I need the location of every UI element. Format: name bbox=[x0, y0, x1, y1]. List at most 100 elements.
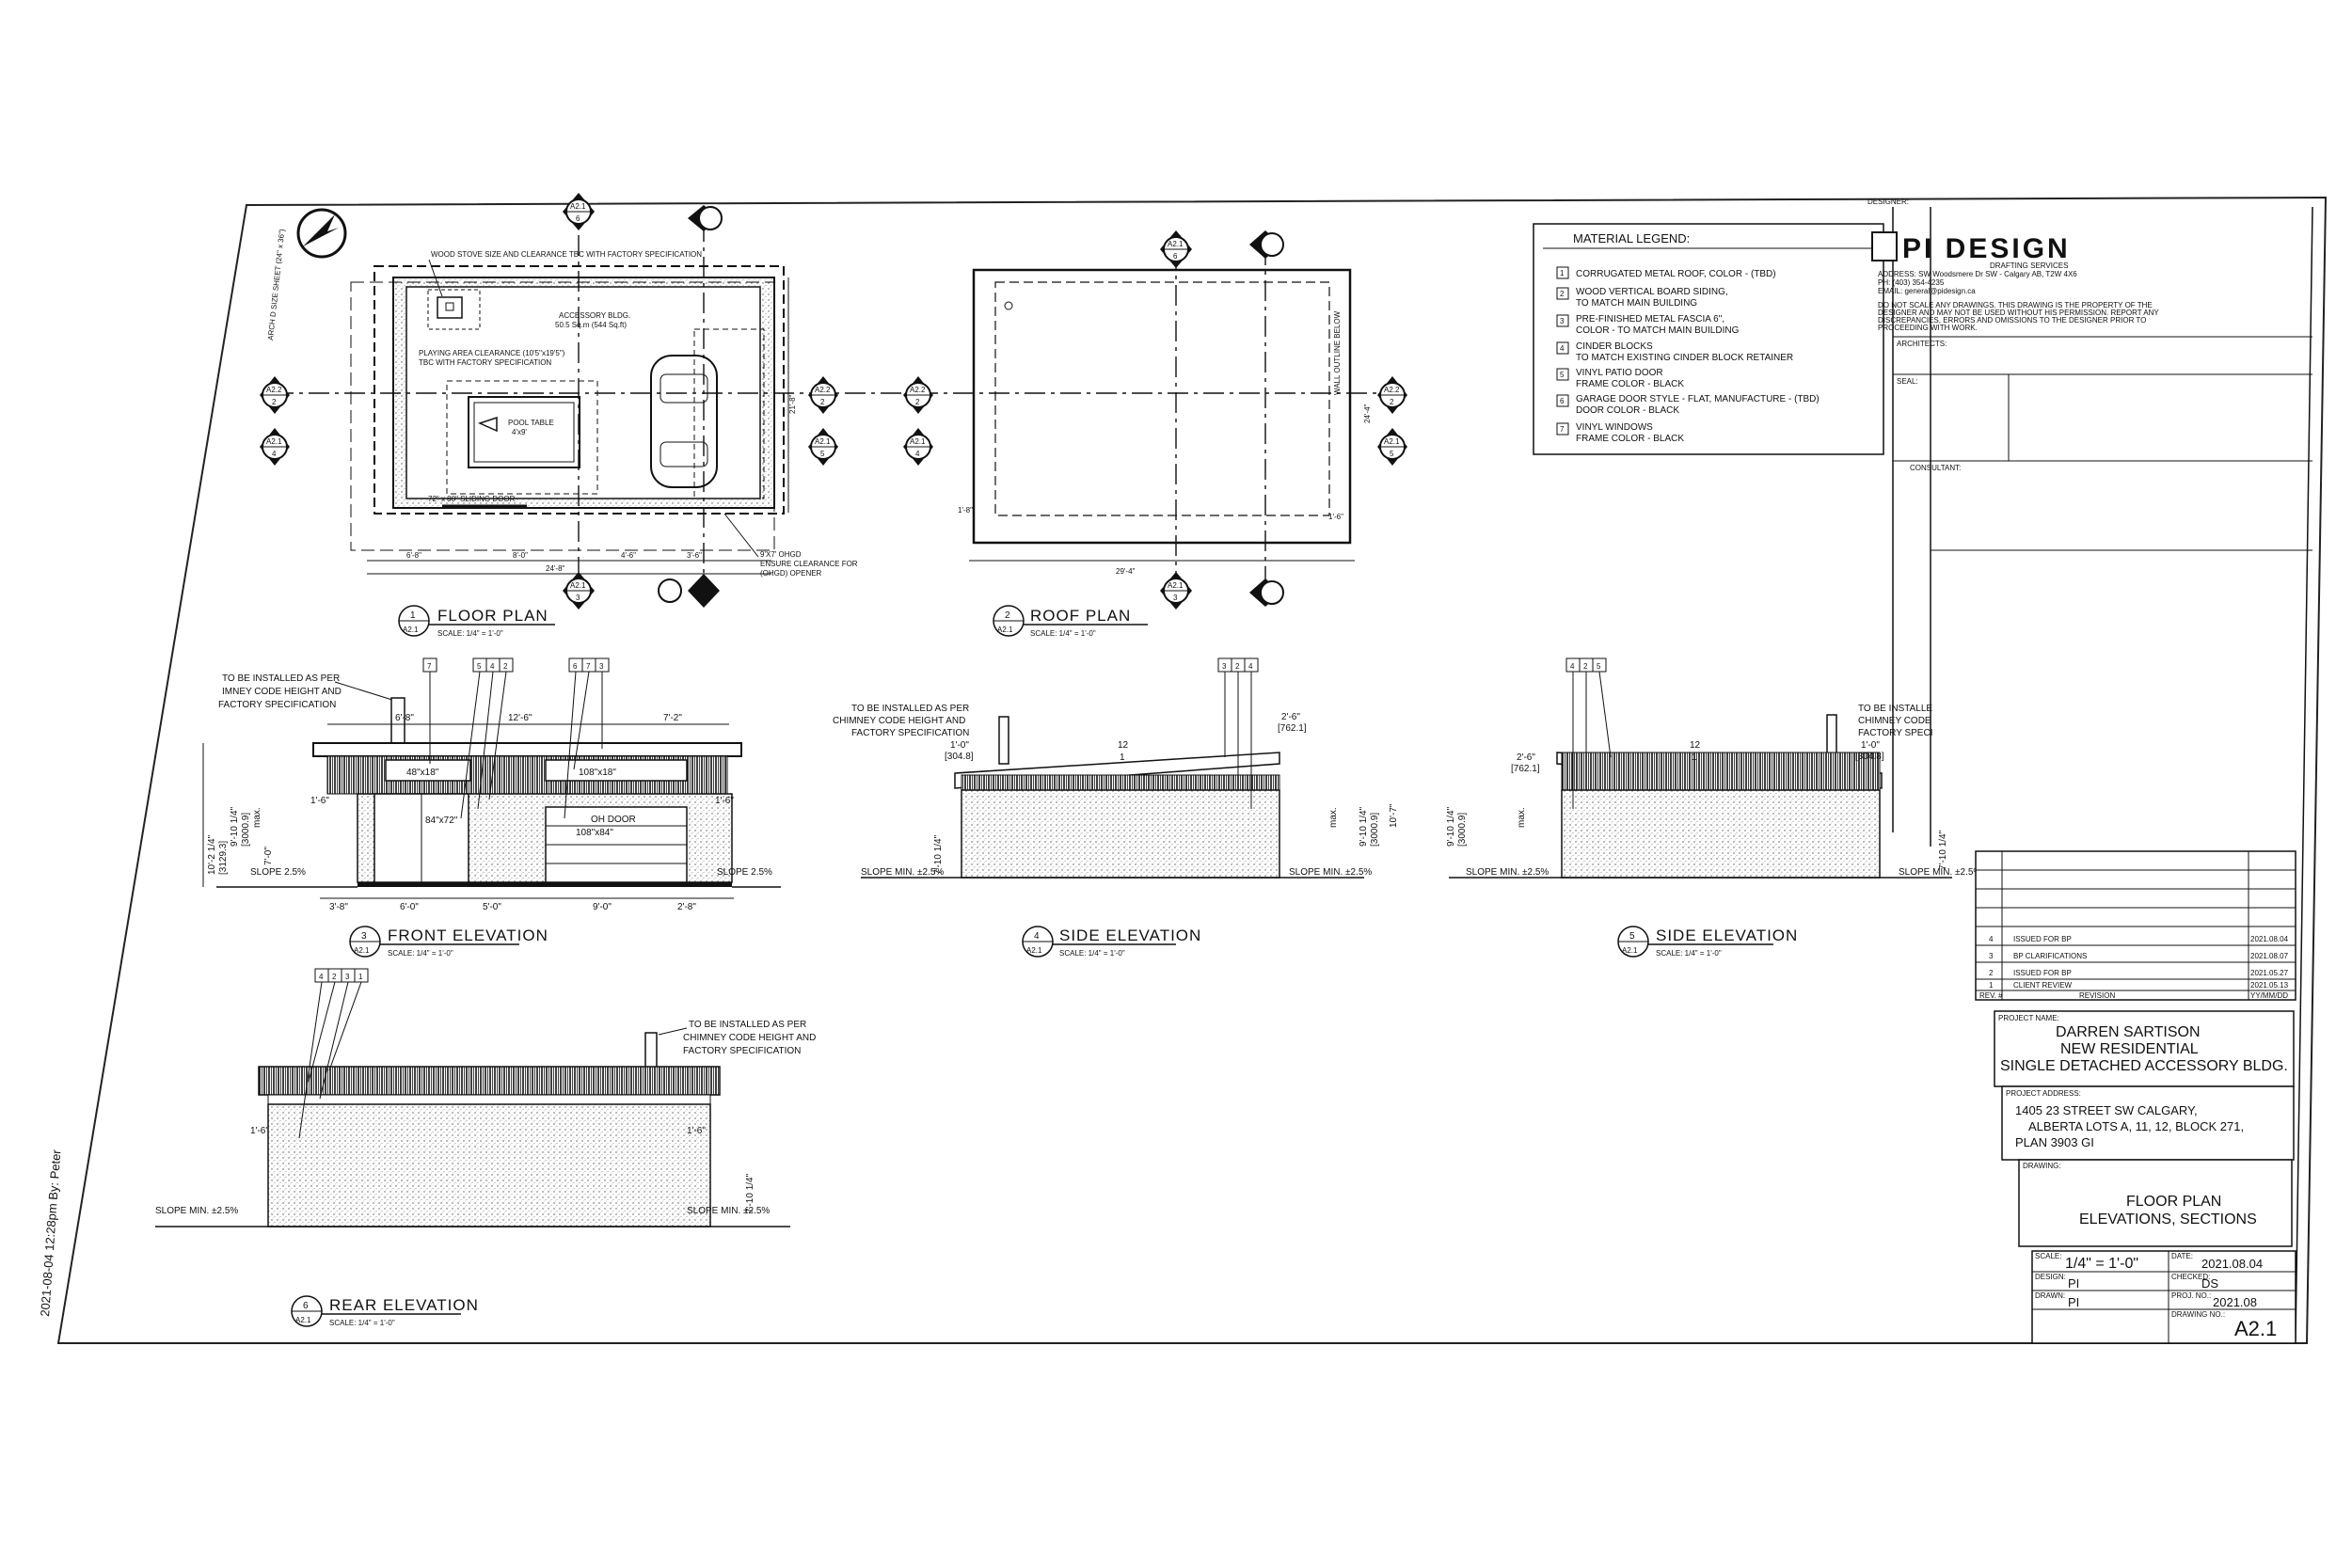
section-marker: A2.1 5 bbox=[808, 428, 838, 466]
svg-text:DRAWING NO.:: DRAWING NO.: bbox=[2171, 1310, 2225, 1319]
svg-text:CINDER BLOCKS: CINDER BLOCKS bbox=[1576, 341, 1653, 352]
svg-text:3: 3 bbox=[361, 931, 367, 942]
svg-text:2: 2 bbox=[915, 398, 920, 406]
svg-text:6: 6 bbox=[1173, 252, 1178, 261]
svg-text:1: 1 bbox=[1692, 752, 1697, 763]
svg-text:7: 7 bbox=[1560, 425, 1565, 434]
north-arrow-icon bbox=[296, 208, 347, 259]
svg-text:SLOPE MIN. ±2.5%: SLOPE MIN. ±2.5% bbox=[687, 1206, 770, 1216]
svg-text:PH: (403) 354-4235: PH: (403) 354-4235 bbox=[1878, 278, 1945, 287]
svg-text:DRAFTING SERVICES: DRAFTING SERVICES bbox=[1990, 261, 2068, 270]
svg-text:SLOPE MIN. ±2.5%: SLOPE MIN. ±2.5% bbox=[861, 867, 944, 878]
svg-text:2: 2 bbox=[1989, 969, 1994, 977]
svg-text:1'-6": 1'-6" bbox=[250, 1126, 269, 1136]
svg-text:4: 4 bbox=[319, 973, 324, 981]
svg-text:ISSUED FOR BP: ISSUED FOR BP bbox=[2013, 935, 2072, 943]
svg-text:2021.08.07: 2021.08.07 bbox=[2250, 952, 2289, 960]
svg-text:1/4" = 1'-0": 1/4" = 1'-0" bbox=[2065, 1256, 2138, 1272]
svg-text:2'-6": 2'-6" bbox=[1517, 752, 1535, 763]
revision-table: 4 ISSUED FOR BP 2021.08.04 3 BP CLARIFIC… bbox=[1975, 850, 2296, 1001]
svg-text:SLOPE MIN. ±2.5%: SLOPE MIN. ±2.5% bbox=[1289, 867, 1372, 878]
svg-text:A2.1: A2.1 bbox=[1622, 946, 1638, 955]
svg-text:12'-6": 12'-6" bbox=[508, 713, 532, 723]
material-legend: MATERIAL LEGEND: 1 CORRUGATED METAL ROOF… bbox=[1533, 223, 1884, 455]
svg-text:2: 2 bbox=[1235, 662, 1240, 671]
svg-text:REAR ELEVATION: REAR ELEVATION bbox=[329, 1296, 479, 1314]
pi-design-logo: PI DESIGN DRAFTING SERVICES bbox=[1871, 231, 2071, 270]
svg-text:ELEVATIONS, SECTIONS: ELEVATIONS, SECTIONS bbox=[2079, 1212, 2257, 1227]
svg-text:DRAWN:: DRAWN: bbox=[2035, 1291, 2065, 1300]
section-marker: A2.2 2 bbox=[808, 376, 838, 414]
svg-text:MATERIAL LEGEND:: MATERIAL LEGEND: bbox=[1573, 231, 1690, 245]
svg-text:SIDE ELEVATION: SIDE ELEVATION bbox=[1059, 927, 1201, 944]
clearance-note-2: TBC WITH FACTORY SPECIFICATION bbox=[419, 358, 551, 367]
svg-text:PI: PI bbox=[2068, 1295, 2079, 1309]
svg-text:A2.2: A2.2 bbox=[910, 386, 926, 394]
svg-text:PROJECT NAME:: PROJECT NAME: bbox=[1998, 1014, 2059, 1022]
view-title-rear-elevation: 6 A2.1 REAR ELEVATION SCALE: 1/4" = 1'-0… bbox=[291, 1295, 479, 1327]
section-marker: A2.1 5 bbox=[1377, 428, 1407, 466]
svg-text:A2.1: A2.1 bbox=[1168, 581, 1184, 590]
fp-dim-5: 24'-8" bbox=[546, 564, 565, 573]
legend-item: 5 VINYL PATIO DOOR FRAME COLOR - BLACK bbox=[1556, 368, 1684, 389]
svg-text:4: 4 bbox=[1560, 344, 1565, 353]
section-marker-vertical bbox=[658, 205, 1284, 608]
svg-text:A2.2: A2.2 bbox=[815, 386, 831, 394]
floor-plan-view: WOOD STOVE SIZE AND CLEARANCE TBC WITH F… bbox=[350, 250, 858, 578]
svg-text:IMNEY CODE HEIGHT AND: IMNEY CODE HEIGHT AND bbox=[222, 687, 342, 697]
svg-text:CHECKED:: CHECKED: bbox=[2171, 1273, 2210, 1281]
svg-text:FACTORY SPECIFICATION: FACTORY SPECIFICATION bbox=[851, 728, 969, 738]
rp-dim-4: 1'-6" bbox=[1328, 513, 1343, 521]
section-marker: A2.2 2 bbox=[260, 376, 290, 414]
svg-text:REV. #: REV. # bbox=[1979, 991, 2003, 1000]
svg-text:NEW RESIDENTIAL: NEW RESIDENTIAL bbox=[2060, 1041, 2199, 1057]
sheet-border bbox=[56, 196, 2328, 1344]
svg-text:A2.1: A2.1 bbox=[1026, 946, 1042, 955]
svg-text:3: 3 bbox=[1989, 952, 1994, 960]
svg-text:DOOR COLOR - BLACK: DOOR COLOR - BLACK bbox=[1576, 405, 1679, 416]
svg-text:6: 6 bbox=[576, 214, 580, 223]
title-block: DESIGNER: PI DESIGN DRAFTING SERVICES AD… bbox=[1867, 198, 2313, 1341]
svg-text:DESIGNER AND MAY NOT BE USED W: DESIGNER AND MAY NOT BE USED WITHOUT HIS… bbox=[1878, 309, 2159, 317]
svg-text:VINYL PATIO DOOR: VINYL PATIO DOOR bbox=[1576, 368, 1663, 378]
svg-text:3: 3 bbox=[576, 594, 580, 602]
svg-text:ROOF PLAN: ROOF PLAN bbox=[1030, 607, 1131, 625]
svg-text:PI: PI bbox=[2068, 1276, 2079, 1291]
svg-text:4: 4 bbox=[1034, 931, 1040, 942]
section-marker: A2.1 3 bbox=[1160, 572, 1192, 610]
svg-text:3: 3 bbox=[1173, 594, 1178, 602]
svg-text:1'-6": 1'-6" bbox=[715, 796, 734, 806]
svg-text:[3000.9]: [3000.9] bbox=[241, 813, 251, 847]
svg-text:5: 5 bbox=[1560, 371, 1565, 379]
svg-text:1'-0": 1'-0" bbox=[950, 740, 969, 751]
svg-text:3: 3 bbox=[345, 973, 350, 981]
svg-text:A2.1: A2.1 bbox=[570, 581, 586, 590]
svg-text:SLOPE 2.5%: SLOPE 2.5% bbox=[717, 867, 772, 878]
svg-text:max.: max. bbox=[1328, 807, 1339, 828]
svg-text:9'-10 1/4": 9'-10 1/4" bbox=[1446, 806, 1456, 847]
svg-text:A2.1: A2.1 bbox=[295, 1316, 311, 1324]
print-timestamp: 2021-08-04 12:28pm By: Peter bbox=[38, 1148, 63, 1317]
section-marker: A2.1 6 bbox=[563, 193, 595, 230]
front-elevation-view: TO BE INSTALLED AS PER IMNEY CODE HEIGHT… bbox=[202, 657, 781, 912]
svg-text:CLIENT REVIEW: CLIENT REVIEW bbox=[2013, 981, 2073, 990]
svg-text:4: 4 bbox=[915, 450, 920, 458]
svg-text:FLOOR PLAN: FLOOR PLAN bbox=[437, 607, 548, 625]
svg-text:BP CLARIFICATIONS: BP CLARIFICATIONS bbox=[2013, 952, 2087, 960]
section-marker: A2.1 4 bbox=[260, 428, 290, 466]
legend-item: 1 CORRUGATED METAL ROOF, COLOR - (TBD) bbox=[1556, 266, 1776, 279]
svg-text:1: 1 bbox=[410, 610, 416, 621]
pool-table-label: POOL TABLE bbox=[508, 419, 554, 427]
svg-text:[3129.3]: [3129.3] bbox=[218, 841, 229, 875]
view-title-front-elevation: 3 A2.1 FRONT ELEVATION SCALE: 1/4" = 1'-… bbox=[349, 926, 548, 958]
fp-dim-6: 21'-8" bbox=[788, 394, 797, 414]
svg-text:max.: max. bbox=[1517, 807, 1527, 828]
svg-text:ALBERTA LOTS A, 11, 12, BLOCK: ALBERTA LOTS A, 11, 12, BLOCK 271, bbox=[2028, 1119, 2244, 1133]
svg-text:PI DESIGN: PI DESIGN bbox=[1902, 233, 2071, 264]
area-note-2: 50.5 Sq.m (544 Sq.ft) bbox=[555, 321, 627, 329]
svg-text:FACTORY SPECIFICATION: FACTORY SPECIFICATION bbox=[683, 1046, 801, 1056]
svg-text:REVISION: REVISION bbox=[2079, 991, 2115, 1000]
section-marker: A2.1 4 bbox=[903, 428, 933, 466]
svg-text:A2.1: A2.1 bbox=[403, 626, 419, 634]
svg-text:SLOPE 2.5%: SLOPE 2.5% bbox=[250, 867, 306, 878]
